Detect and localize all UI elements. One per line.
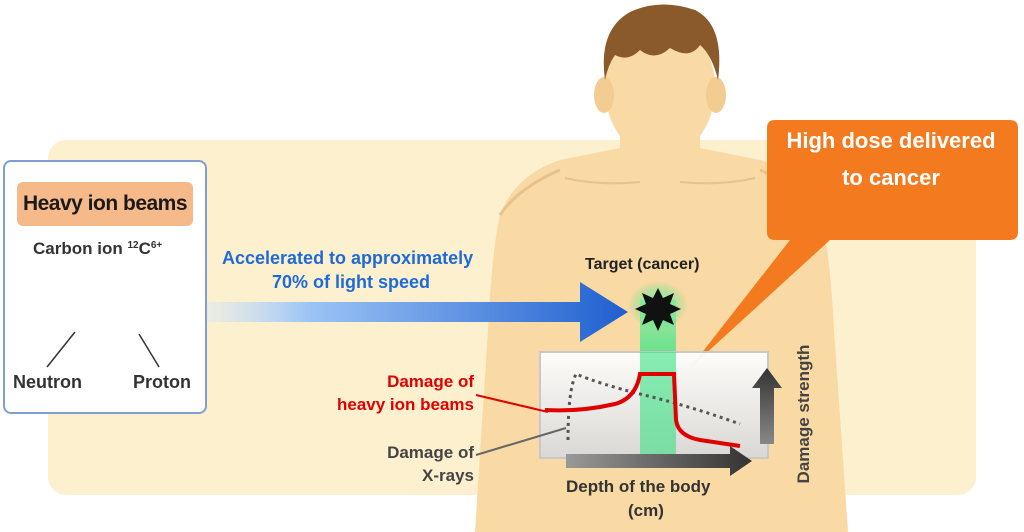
heavy-leader-line (475, 394, 549, 413)
hair (603, 4, 720, 80)
beam-speed-line-1: Accelerated to approximately (222, 248, 474, 268)
beam-arrow (135, 282, 628, 342)
dose-graph (539, 351, 782, 476)
xray-damage-label-2: X-rays (422, 466, 474, 485)
nucleus-leader-lines (46, 331, 160, 368)
cancer-star-icon (635, 288, 681, 331)
damage-strength-axis-label: Damage strength (794, 344, 813, 484)
x-axis-arrow (566, 446, 752, 476)
ion-panel-title: Heavy ion beams (17, 182, 193, 226)
proton-label: Proton (133, 372, 191, 392)
heavy-ion-curve (544, 372, 741, 448)
xray-damage-label-1: Damage of (387, 443, 474, 462)
depth-axis-label-2: (cm) (628, 501, 664, 520)
ion-info-panel: Heavy ion beams Carbon ion 12C6+ Neutron… (3, 160, 207, 414)
beam-speed-line-2: 70% of light speed (272, 272, 431, 292)
heavy-damage-label-1: Damage of (387, 372, 474, 391)
depth-axis-label-1: Depth of the body (566, 477, 711, 496)
callout-line-2: to cancer (842, 165, 940, 190)
heavy-damage-label-2: heavy ion beams (336, 395, 474, 414)
xray-leader-line (475, 427, 567, 456)
xray-curve (566, 372, 741, 441)
callout-bubble (690, 120, 1018, 368)
callout-line-1: High dose delivered (786, 128, 996, 153)
target-label: Target (cancer) (585, 256, 700, 273)
carbon-ion-label: Carbon ion 12C6+ (33, 239, 163, 258)
y-axis-arrow (752, 368, 782, 444)
callout-text: High dose delivered to cancer (766, 122, 1016, 196)
neutron-label: Neutron (13, 372, 82, 392)
